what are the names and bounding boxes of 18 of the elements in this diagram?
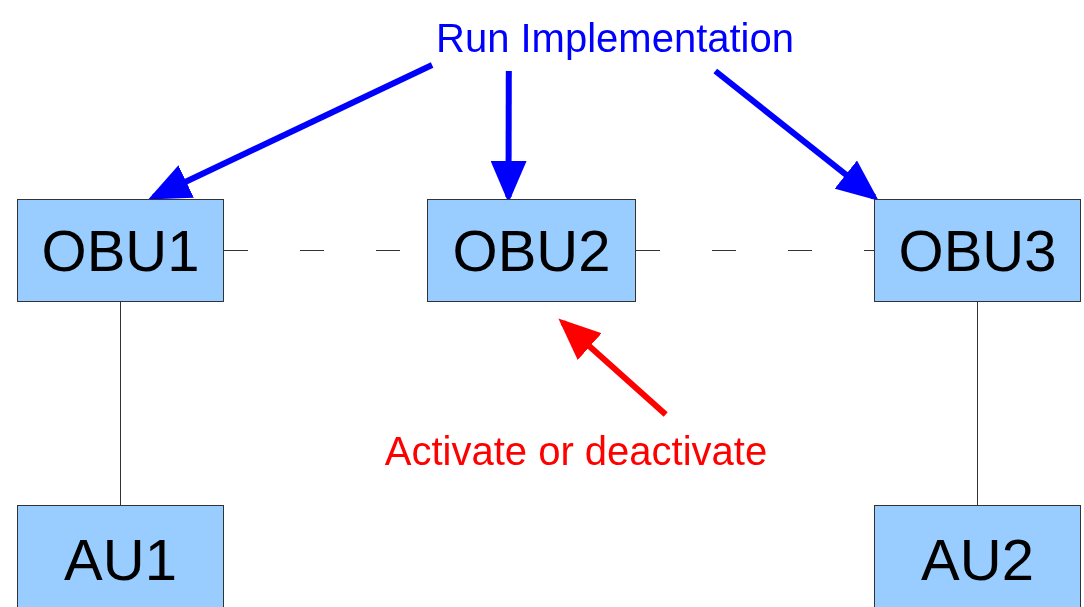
process-box bbox=[17, 505, 224, 607]
process-box bbox=[874, 505, 1081, 607]
arrow bbox=[148, 62, 434, 200]
annotation-text: Activate or deactivate bbox=[340, 425, 812, 478]
connector-line bbox=[120, 301, 121, 506]
box-label: AU1 bbox=[64, 526, 177, 593]
process-box bbox=[17, 199, 224, 302]
annotation-text: Run Implementation bbox=[320, 8, 910, 68]
arrow bbox=[713, 68, 879, 201]
connector-line bbox=[977, 301, 978, 506]
box-label: OBU3 bbox=[898, 217, 1057, 284]
arrow bbox=[558, 318, 668, 417]
dashed-line bbox=[635, 250, 875, 251]
box-label: OBU1 bbox=[41, 217, 200, 284]
process-box bbox=[427, 199, 636, 302]
process-box bbox=[874, 199, 1081, 302]
box-label: AU2 bbox=[921, 526, 1034, 593]
box-label: OBU2 bbox=[452, 217, 611, 284]
